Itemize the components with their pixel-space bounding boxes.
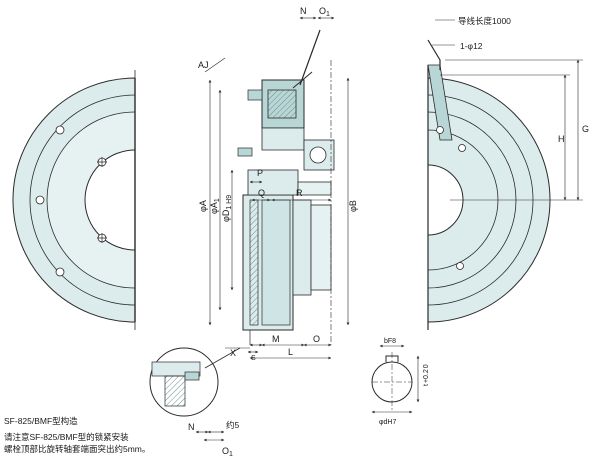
label-O: O <box>313 334 320 344</box>
side-view-dimensions <box>432 19 583 201</box>
label-O1: O1 <box>319 6 330 18</box>
label-M: M <box>272 334 280 344</box>
label-wire-length: 导线长度1000 <box>458 16 511 26</box>
label-H: H <box>558 134 565 144</box>
label-G: G <box>582 124 589 134</box>
section-dimensions <box>204 16 350 360</box>
screw-head-icon <box>97 157 107 243</box>
note-title: SF-825/BMF型构造 <box>4 416 78 426</box>
label-phiD1: φD1 H9 <box>221 195 233 222</box>
label-t: t+0.20 <box>423 364 430 386</box>
label-AJ: AJ <box>198 60 209 70</box>
label-S: S <box>251 355 256 362</box>
labels: N O1 AJ P Q R φA φA1 φD1 H9 φB X M O L S… <box>4 6 589 458</box>
label-phidH7: φdH7 <box>379 419 396 426</box>
label-phiB: φB <box>348 200 358 212</box>
label-Q: Q <box>258 188 265 198</box>
label-hole: 1-φ12 <box>460 41 483 51</box>
label-P: P <box>257 168 263 178</box>
label-N-bottom: N <box>188 422 195 432</box>
section-view <box>237 29 335 345</box>
detail-circle <box>149 347 241 442</box>
label-O1-bottom: O1 <box>222 446 233 458</box>
label-phiA: φA <box>198 200 208 212</box>
label-bF8: bF8 <box>384 338 396 345</box>
keyway-detail <box>371 344 420 414</box>
label-phiA1: φA1 <box>209 198 221 214</box>
front-view <box>12 70 136 330</box>
label-R: R <box>296 188 303 198</box>
label-yue5: 约5 <box>226 420 240 430</box>
label-L: L <box>288 347 293 357</box>
note-line-2: 螺栓顶部比旋转轴套端面突出约5mm。 <box>4 444 150 454</box>
side-view <box>427 39 551 330</box>
label-X: X <box>230 348 236 358</box>
label-N: N <box>300 6 307 16</box>
screw-head-icon <box>436 126 466 270</box>
note-line-1: 请注意SF-825/BMF型的锁紧安装 <box>4 432 129 442</box>
